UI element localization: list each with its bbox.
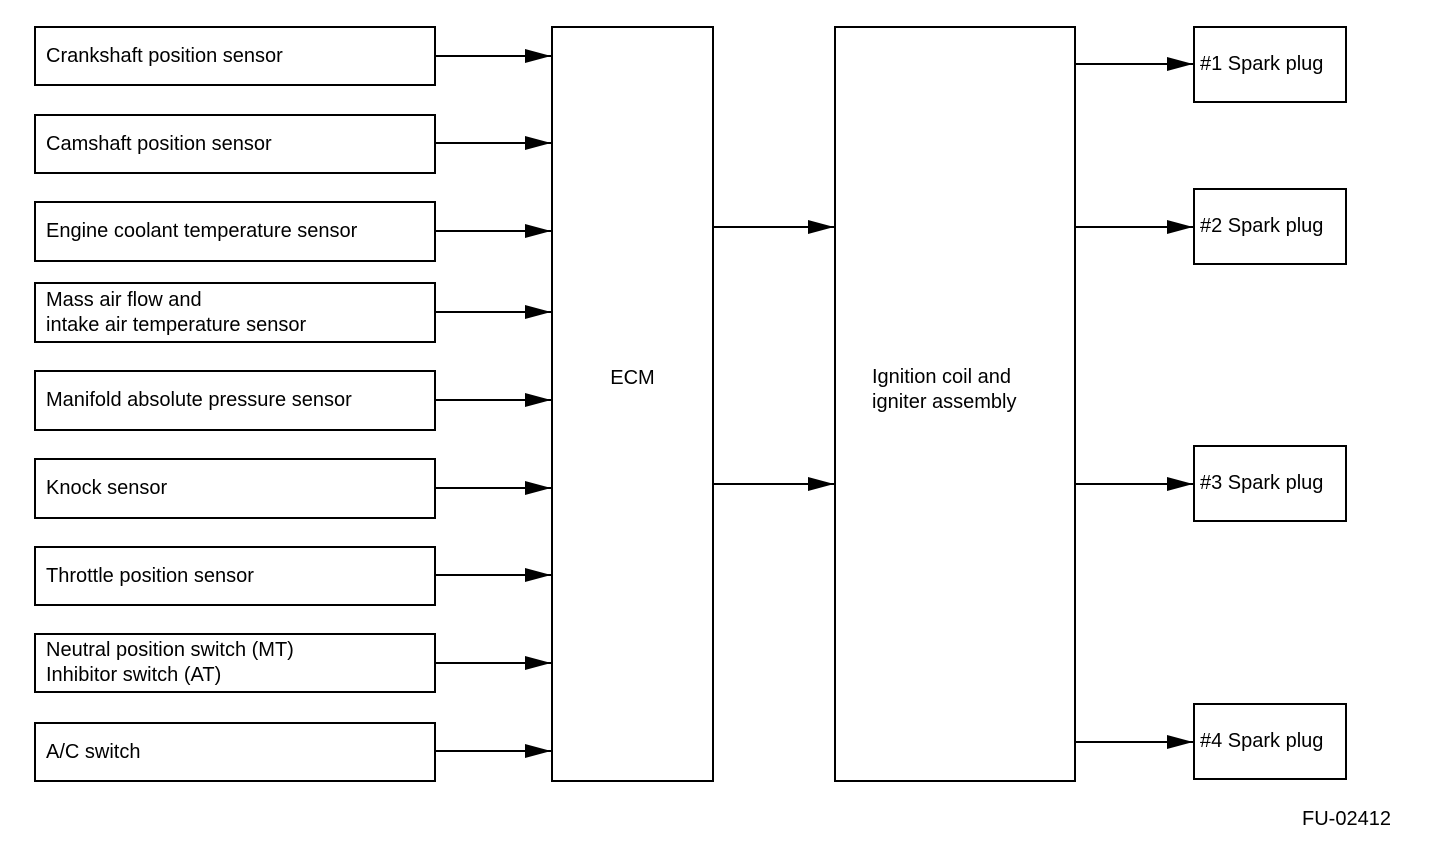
spark-plug-box-3: #3 Spark plug	[1193, 445, 1347, 522]
sensor-label: Knock sensor	[46, 477, 168, 499]
sensor-label: Engine coolant temperature sensor	[46, 220, 358, 242]
figure-code: FU-02412	[1302, 808, 1391, 830]
sensor-label-line-1: Mass air flow and	[46, 288, 202, 311]
spark-plug-label: #1 Spark plug	[1200, 53, 1324, 75]
ignition-assembly-label: Ignition coil and igniter assembly	[872, 365, 1017, 415]
spark-plug-box-4: #4 Spark plug	[1193, 703, 1347, 780]
arrowhead	[1167, 477, 1193, 491]
ignition-label-line-1: Ignition coil and	[872, 366, 1011, 388]
spark-plug-box-1: #1 Spark plug	[1193, 26, 1347, 103]
sensor-label-line-2: intake air temperature sensor	[46, 313, 307, 336]
sensor-label-line-1: Neutral position switch (MT)	[46, 639, 294, 661]
sensor-label: A/C switch	[46, 740, 141, 763]
ecm-label: ECM	[610, 367, 655, 389]
sensor-box-crankshaft-position: Crankshaft position sensor	[34, 26, 436, 86]
sensor-box-neutral-inhibitor-switch: Neutral position switch (MT) Inhibitor s…	[34, 633, 436, 693]
arrowhead	[525, 568, 551, 582]
sensor-label: Throttle position sensor	[46, 564, 254, 587]
arrowhead	[525, 49, 551, 63]
sensor-box-camshaft-position: Camshaft position sensor	[34, 114, 436, 174]
sensor-box-manifold-absolute-pressure: Manifold absolute pressure sensor	[34, 370, 436, 431]
sensor-label-line-2: Inhibitor switch (AT)	[46, 664, 222, 686]
arrowhead	[525, 136, 551, 150]
spark-plug-label: #2 Spark plug	[1200, 215, 1324, 237]
spark-plug-label: #4 Spark plug	[1200, 730, 1324, 752]
arrowhead	[1167, 735, 1193, 749]
sensor-box-ac-switch: A/C switch	[34, 722, 436, 782]
sensor-box-throttle-position: Throttle position sensor	[34, 546, 436, 606]
arrowhead	[525, 656, 551, 670]
arrowhead	[525, 393, 551, 407]
sensor-label: Camshaft position sensor	[46, 132, 272, 155]
sensor-label: Manifold absolute pressure sensor	[46, 389, 352, 411]
sensor-box-mass-air-flow: Mass air flow and intake air temperature…	[34, 282, 436, 343]
arrowhead	[1167, 220, 1193, 234]
sensor-box-knock: Knock sensor	[34, 458, 436, 519]
ecm-box: ECM	[551, 26, 714, 782]
arrowhead	[1167, 57, 1193, 71]
arrowhead	[525, 481, 551, 495]
spark-plug-box-2: #2 Spark plug	[1193, 188, 1347, 265]
ignition-assembly-box: Ignition coil and igniter assembly	[834, 26, 1076, 782]
arrowhead	[525, 744, 551, 758]
arrowhead	[525, 305, 551, 319]
spark-plug-label: #3 Spark plug	[1200, 472, 1324, 494]
sensor-box-engine-coolant-temperature: Engine coolant temperature sensor	[34, 201, 436, 262]
sensor-label: Crankshaft position sensor	[46, 44, 283, 67]
ignition-label-line-2: igniter assembly	[872, 391, 1017, 413]
arrowhead	[808, 220, 834, 234]
arrowhead	[808, 477, 834, 491]
arrowhead	[525, 224, 551, 238]
